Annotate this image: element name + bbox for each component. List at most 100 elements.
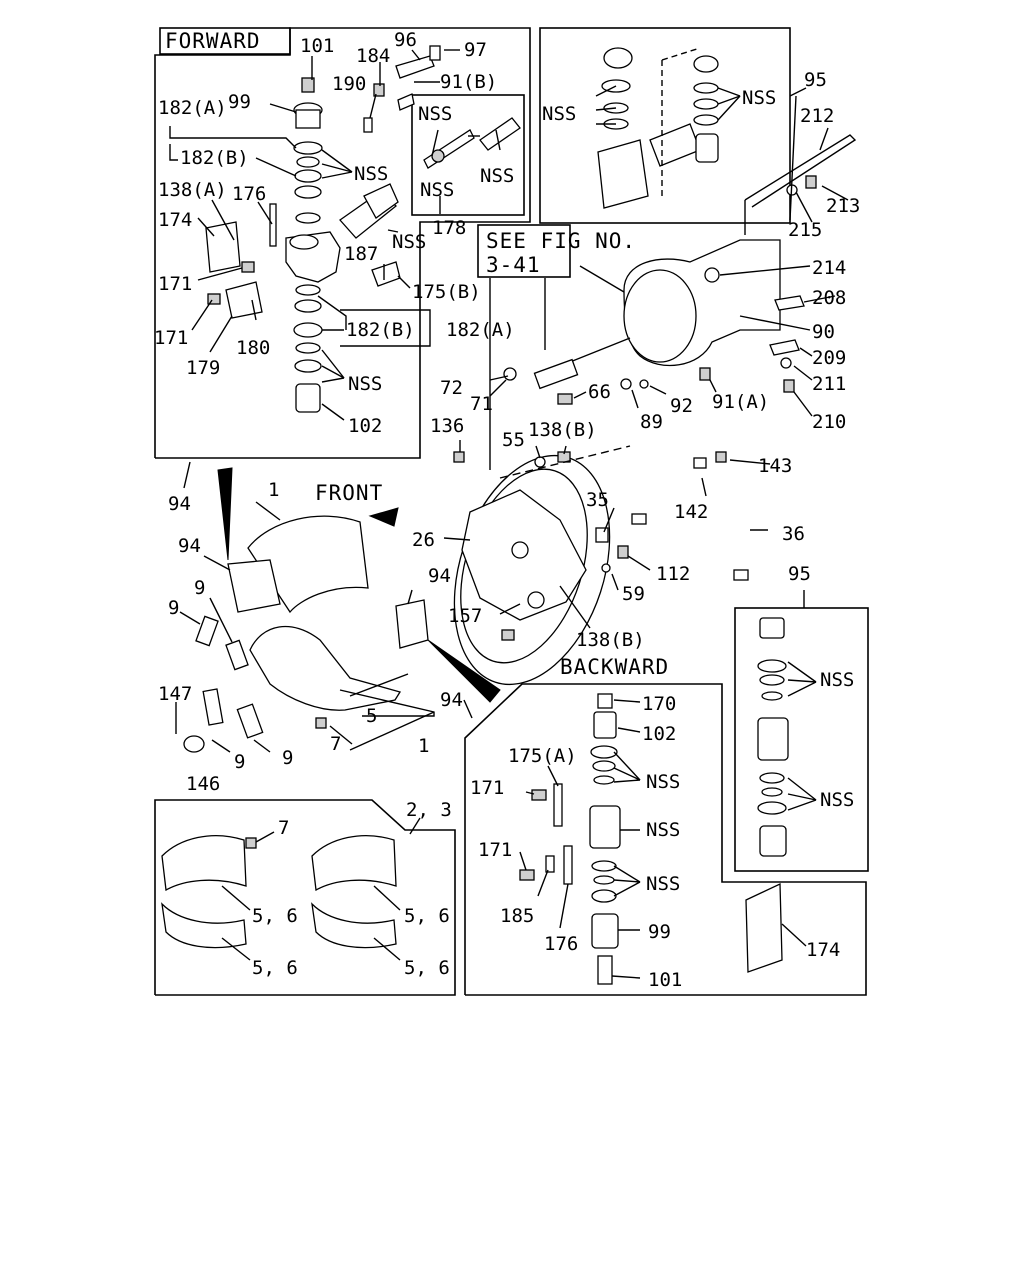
callout-labels: 101 184 96 97 190 91(B) 182(A) 99 182(B)… [154, 29, 860, 991]
see-fig-label: SEE FIG NO. [486, 229, 636, 253]
callout-208: 208 [812, 287, 846, 309]
callout-180: 180 [236, 337, 270, 359]
callout-36: 36 [782, 523, 805, 545]
see-fig-box [477, 224, 571, 278]
callout-94-d: 94 [440, 689, 463, 711]
callout-90: 90 [812, 321, 835, 343]
callout-7-b: 7 [278, 817, 289, 839]
brake-chamber-assembly [489, 134, 857, 470]
callout-nss-kit-1: NSS [418, 103, 452, 125]
nss-kit-inner-frame [411, 94, 525, 216]
forward-cylinder-assembly [205, 45, 441, 413]
callout-185: 185 [500, 905, 534, 927]
callout-95-bottom: 95 [788, 563, 811, 585]
callout-97: 97 [464, 39, 487, 61]
callout-94-b: 94 [178, 535, 201, 557]
callout-171-b: 171 [154, 327, 188, 349]
callout-171-a: 171 [158, 273, 192, 295]
callout-91b: 91(B) [440, 71, 497, 93]
callout-9-d: 9 [282, 747, 293, 769]
callout-5-6-c: 5, 6 [252, 957, 298, 979]
callout-94-a: 94 [168, 493, 191, 515]
callout-147: 147 [158, 683, 192, 705]
callout-143: 143 [758, 455, 792, 477]
callout-187: 187 [344, 243, 378, 265]
callout-nss-tr-1: NSS [542, 103, 576, 125]
callout-1-b: 1 [418, 735, 429, 757]
callout-171-d: 171 [478, 839, 512, 861]
callout-55: 55 [502, 429, 525, 451]
callout-212: 212 [800, 105, 834, 127]
backward-cylinder-parts [519, 693, 783, 985]
callout-nss-r2: NSS [820, 789, 854, 811]
callout-157: 157 [448, 605, 482, 627]
top-right-cylinder-parts [597, 47, 719, 209]
callout-nss-3: NSS [348, 373, 382, 395]
callout-nss-b1: NSS [646, 771, 680, 793]
front-label: FRONT [315, 481, 383, 505]
callout-71: 71 [470, 393, 493, 415]
forward-header: FORWARD [165, 29, 261, 53]
callout-101-bottom: 101 [648, 969, 682, 991]
lining-parts [161, 834, 397, 949]
callout-92: 92 [670, 395, 693, 417]
callout-102-top: 102 [348, 415, 382, 437]
callout-211: 211 [812, 373, 846, 395]
callout-99-bottom: 99 [648, 921, 671, 943]
callout-138b-top: 138(B) [528, 419, 597, 441]
callout-nss-2: NSS [392, 231, 426, 253]
callout-2-3: 2, 3 [406, 799, 452, 821]
callout-102-bottom: 102 [642, 723, 676, 745]
callout-184: 184 [356, 45, 390, 67]
callout-174-top: 174 [158, 209, 192, 231]
callout-190: 190 [332, 73, 366, 95]
callout-59: 59 [622, 583, 645, 605]
callout-nss-tr-2: NSS [742, 87, 776, 109]
callout-9-a: 9 [194, 577, 205, 599]
callout-176-top: 176 [232, 183, 266, 205]
callout-9-b: 9 [168, 597, 179, 619]
callout-170: 170 [642, 693, 676, 715]
callout-72: 72 [440, 377, 463, 399]
callout-nss-1: NSS [354, 163, 388, 185]
callout-175a: 175(A) [508, 745, 577, 767]
callout-182a-top: 182(A) [158, 97, 227, 119]
callout-nss-kit-3: NSS [420, 179, 454, 201]
callout-182a-mid: 182(A) [446, 319, 515, 341]
lining-section-frame [154, 799, 456, 996]
callout-9-c: 9 [234, 751, 245, 773]
callout-209: 209 [812, 347, 846, 369]
callout-182b-top: 182(B) [180, 147, 249, 169]
callout-176-bottom: 176 [544, 933, 578, 955]
callout-91a: 91(A) [712, 391, 769, 413]
callout-175b: 175(B) [412, 281, 481, 303]
see-fig-number: 3-41 [486, 253, 541, 277]
callout-214: 214 [812, 257, 846, 279]
callout-171-c: 171 [470, 777, 504, 799]
callout-5-6-b: 5, 6 [404, 905, 450, 927]
callout-5-a: 5 [366, 705, 377, 727]
callout-1-a: 1 [268, 479, 279, 501]
callout-210: 210 [812, 411, 846, 433]
top-right-section-frame [539, 27, 791, 224]
backward-section-frame [464, 683, 867, 996]
callout-178: 178 [432, 217, 466, 239]
right-cylinder-frame [734, 607, 869, 872]
callout-138a: 138(A) [158, 179, 227, 201]
callout-182b-mid: 182(B) [346, 319, 415, 341]
callout-5-6-d: 5, 6 [404, 957, 450, 979]
callout-66: 66 [588, 381, 611, 403]
callout-7-a: 7 [330, 733, 341, 755]
leader-lines [169, 49, 849, 979]
callout-89: 89 [640, 411, 663, 433]
nss-kit-parts [423, 117, 521, 169]
brake-shoe-assembly [175, 467, 501, 753]
callout-179: 179 [186, 357, 220, 379]
callout-95-top: 95 [804, 69, 827, 91]
callout-112: 112 [656, 563, 690, 585]
callout-142: 142 [674, 501, 708, 523]
callout-99-top: 99 [228, 91, 251, 113]
callout-26: 26 [412, 529, 435, 551]
